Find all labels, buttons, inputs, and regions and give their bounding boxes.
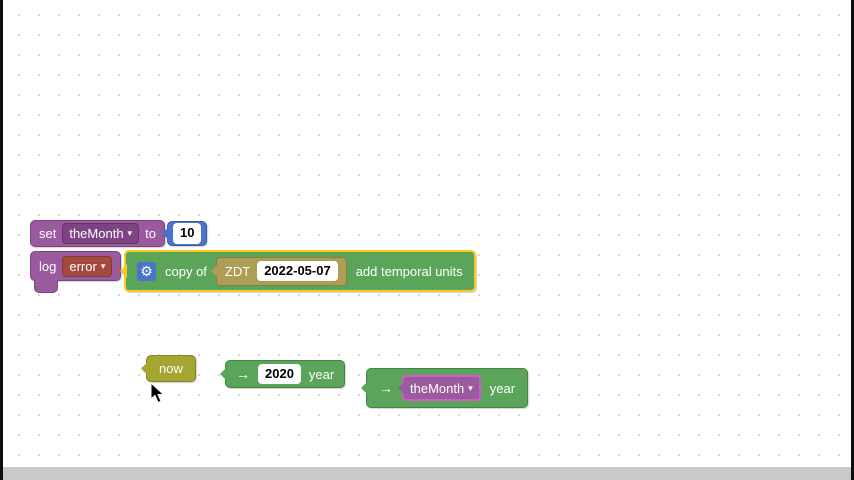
year-unit-label: year — [308, 366, 335, 382]
block-variable-themonth[interactable]: theMonth ▾ — [398, 375, 481, 401]
variable-name-label: theMonth — [410, 380, 465, 396]
copy-of-label: copy of — [165, 263, 207, 279]
block-log[interactable]: log error ▾ — [30, 251, 122, 281]
variable-name-label: theMonth — [69, 226, 124, 241]
block-zdt-literal[interactable]: ZDT 2022-05-07 — [210, 256, 347, 286]
block-copy-of-zdt[interactable]: ⚙ copy of ZDT 2022-05-07 add temporal un… — [120, 250, 476, 292]
horizontal-scrollbar[interactable] — [3, 467, 851, 480]
left-edge-bar — [0, 0, 3, 480]
dropdown-caret-icon: ▾ — [100, 260, 106, 271]
number-value-field[interactable]: 10 — [173, 223, 202, 244]
block-set-variable[interactable]: set theMonth ▾ to — [30, 220, 165, 247]
date-value-field[interactable]: 2022-05-07 — [257, 260, 338, 282]
value-plug — [162, 226, 169, 241]
value-plug — [120, 264, 127, 278]
value-plug — [210, 264, 218, 278]
zdt-type-label: ZDT — [224, 263, 251, 279]
right-edge-bar — [851, 0, 854, 480]
log-keyword-label: log — [39, 258, 57, 274]
variable-name-dropdown[interactable]: theMonth ▾ — [62, 223, 140, 244]
value-plug — [361, 381, 368, 395]
log-level-dropdown[interactable]: error ▾ — [62, 255, 113, 277]
year-value-field[interactable]: 2020 — [258, 363, 301, 385]
year-unit-label: year — [489, 380, 516, 396]
block-number-literal[interactable]: 10 — [162, 221, 208, 246]
dropdown-caret-icon: ▾ — [127, 228, 133, 238]
dropdown-caret-icon: ▾ — [468, 382, 473, 393]
value-plug — [220, 367, 227, 381]
convert-arrow-icon: → — [379, 380, 393, 396]
add-temporal-units-label: add temporal units — [355, 263, 463, 279]
block-year-of-2020[interactable]: → 2020 year — [220, 360, 346, 388]
block-year-of-variable[interactable]: → theMonth ▾ year — [361, 368, 529, 408]
gear-icon: ⚙ — [140, 263, 153, 279]
convert-arrow-icon: → — [236, 366, 250, 382]
to-keyword-label: to — [145, 226, 156, 241]
value-plug — [398, 381, 405, 395]
mutator-gear-button[interactable]: ⚙ — [137, 261, 156, 281]
mouse-cursor — [150, 382, 165, 404]
log-level-label: error — [69, 258, 97, 274]
now-label: now — [159, 361, 183, 376]
block-now[interactable]: now — [141, 355, 196, 382]
set-keyword-label: set — [39, 226, 57, 241]
next-statement-connector — [34, 280, 58, 293]
value-plug — [141, 361, 148, 376]
